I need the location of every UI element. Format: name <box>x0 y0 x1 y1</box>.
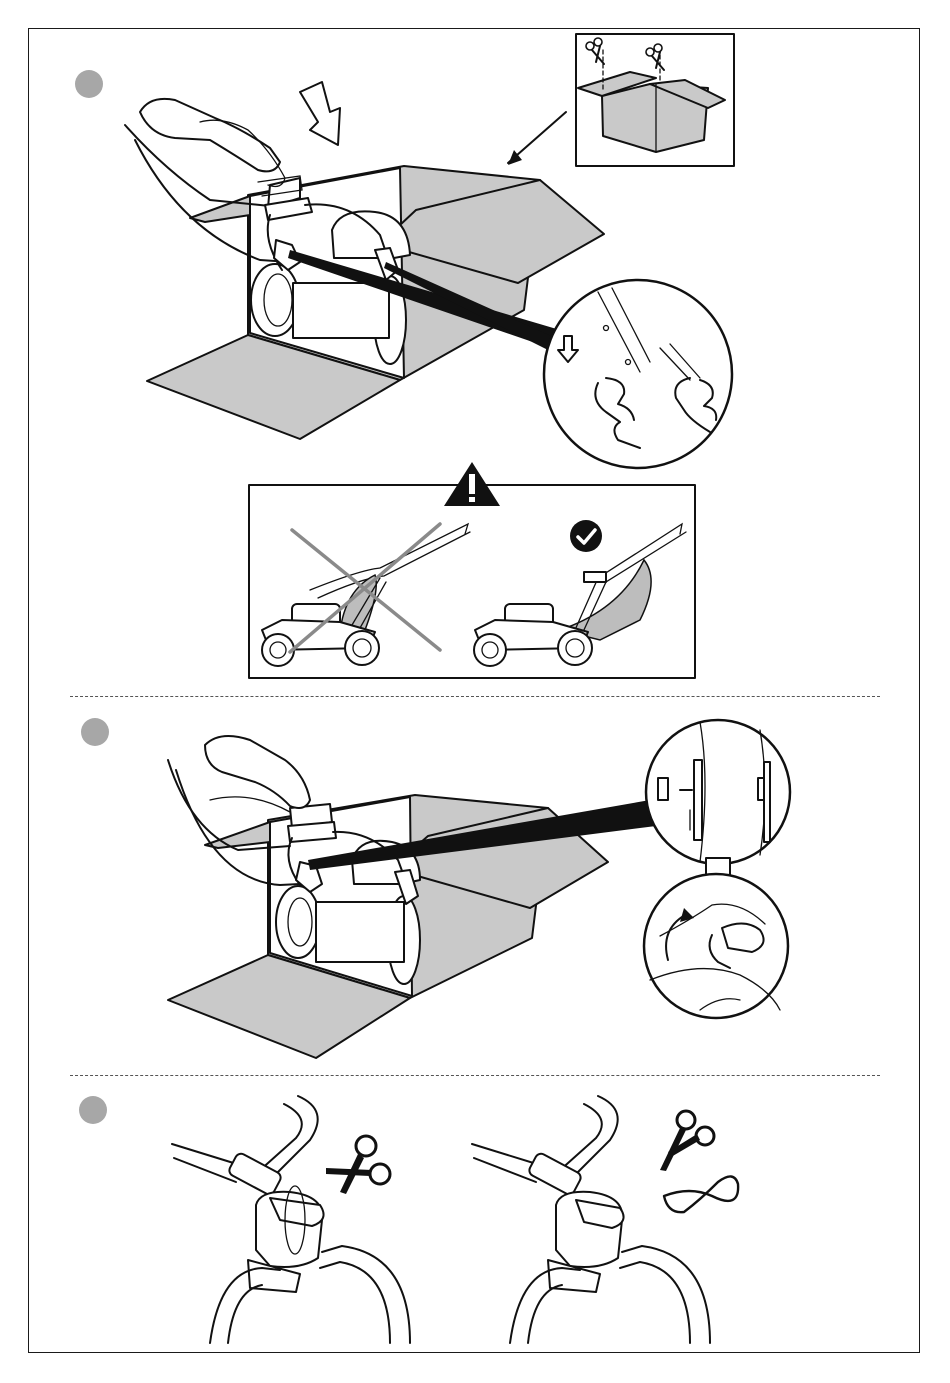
cut-box-corners-inset <box>576 34 734 166</box>
cut-cable-tie-panel <box>172 1096 410 1343</box>
latch-detail <box>646 720 790 864</box>
cut-cable-tie-icon <box>664 1176 738 1212</box>
cable-tie-removed-panel <box>472 1096 738 1343</box>
step1-box-illustration <box>125 82 604 439</box>
step2-box-illustration <box>168 736 656 1058</box>
check-circle-icon <box>570 520 602 552</box>
handle-position-warning <box>249 462 695 678</box>
scissors-icon <box>326 1136 390 1194</box>
handle-hook-detail <box>544 280 732 468</box>
rotate-latch-detail <box>644 874 788 1018</box>
scissors-icon <box>660 1111 714 1171</box>
